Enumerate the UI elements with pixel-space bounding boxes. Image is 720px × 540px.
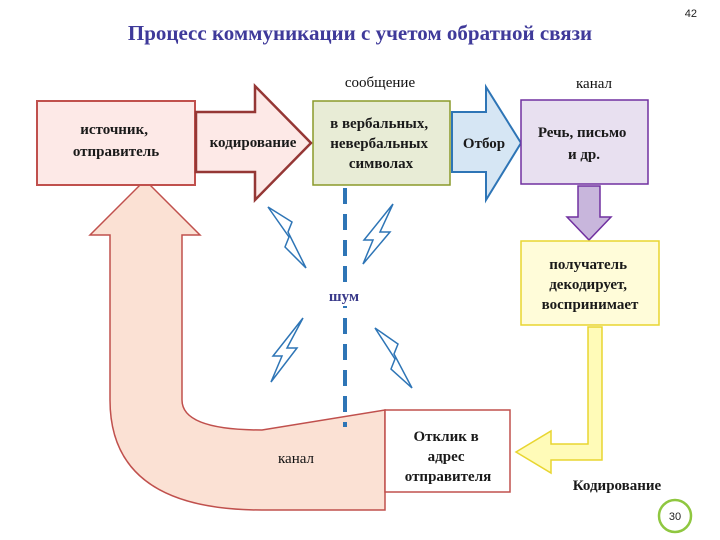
encoding-arrow bbox=[194, 82, 313, 204]
lightning-icon bbox=[267, 206, 307, 269]
lightning-icon bbox=[374, 327, 413, 389]
source-line: отправитель bbox=[73, 144, 159, 160]
lightning-icon bbox=[270, 317, 304, 383]
symbols-line: символах bbox=[349, 156, 414, 172]
response-box: Отклик в адрес отправителя bbox=[384, 409, 511, 493]
slide-number-badge bbox=[657, 498, 693, 534]
receiver-line: воспринимает bbox=[542, 297, 639, 313]
page-number: 42 bbox=[685, 8, 697, 20]
svg-text:Отклик в адрес отп: Отклик в адрес отправителя bbox=[405, 429, 491, 485]
receiver-line: декодирует, bbox=[549, 277, 627, 293]
svg-text:источник, отправитель: источник, отправитель bbox=[73, 122, 159, 160]
channel-top-label: канал bbox=[576, 76, 613, 92]
symbols-line: невербальных bbox=[330, 136, 428, 152]
channel-bottom-label: канал bbox=[278, 451, 315, 467]
receiver-to-response-arrow bbox=[514, 326, 603, 475]
symbols-box: в вербальных, невербальных символах bbox=[312, 100, 451, 186]
noise-label-bg bbox=[318, 284, 370, 306]
svg-text:в вербальных, невербальн: в вербальных, невербальных символах bbox=[330, 116, 432, 172]
lightning-icon bbox=[362, 203, 394, 265]
source-box: источник, отправитель bbox=[36, 100, 196, 186]
receiver-box: получатель декодирует, воспринимает bbox=[520, 240, 660, 326]
response-line: Отклик в bbox=[414, 429, 479, 445]
symbols-line: в вербальных, bbox=[330, 116, 428, 132]
channel-to-receiver-arrow bbox=[565, 185, 613, 242]
receiver-line: получатель bbox=[549, 257, 627, 273]
source-line: источник, bbox=[80, 122, 148, 138]
svg-text:получатель декодирует,: получатель декодирует, воспринимает bbox=[542, 257, 639, 313]
feedback-arrow bbox=[88, 178, 386, 511]
selection-label: Отбор bbox=[463, 136, 505, 152]
channel-box-line: Речь, письмо bbox=[538, 125, 627, 141]
encoding-label: кодирование bbox=[210, 135, 297, 151]
svg-text:Речь, письмо и др.: Речь, письмо и др. bbox=[538, 125, 630, 163]
channel-box: Речь, письмо и др. bbox=[520, 99, 649, 185]
channel-box-line: и др. bbox=[568, 147, 600, 163]
selection-arrow bbox=[451, 83, 523, 204]
response-line: адрес bbox=[428, 449, 465, 465]
page-title: Процесс коммуникации с учетом обратной с… bbox=[128, 21, 592, 45]
noise-label: шум bbox=[329, 289, 359, 305]
response-line: отправителя bbox=[405, 469, 491, 485]
message-label: сообщение bbox=[345, 75, 416, 91]
encoding-feedback-label: Кодирование bbox=[573, 478, 662, 494]
slide-number: 30 bbox=[669, 511, 681, 523]
